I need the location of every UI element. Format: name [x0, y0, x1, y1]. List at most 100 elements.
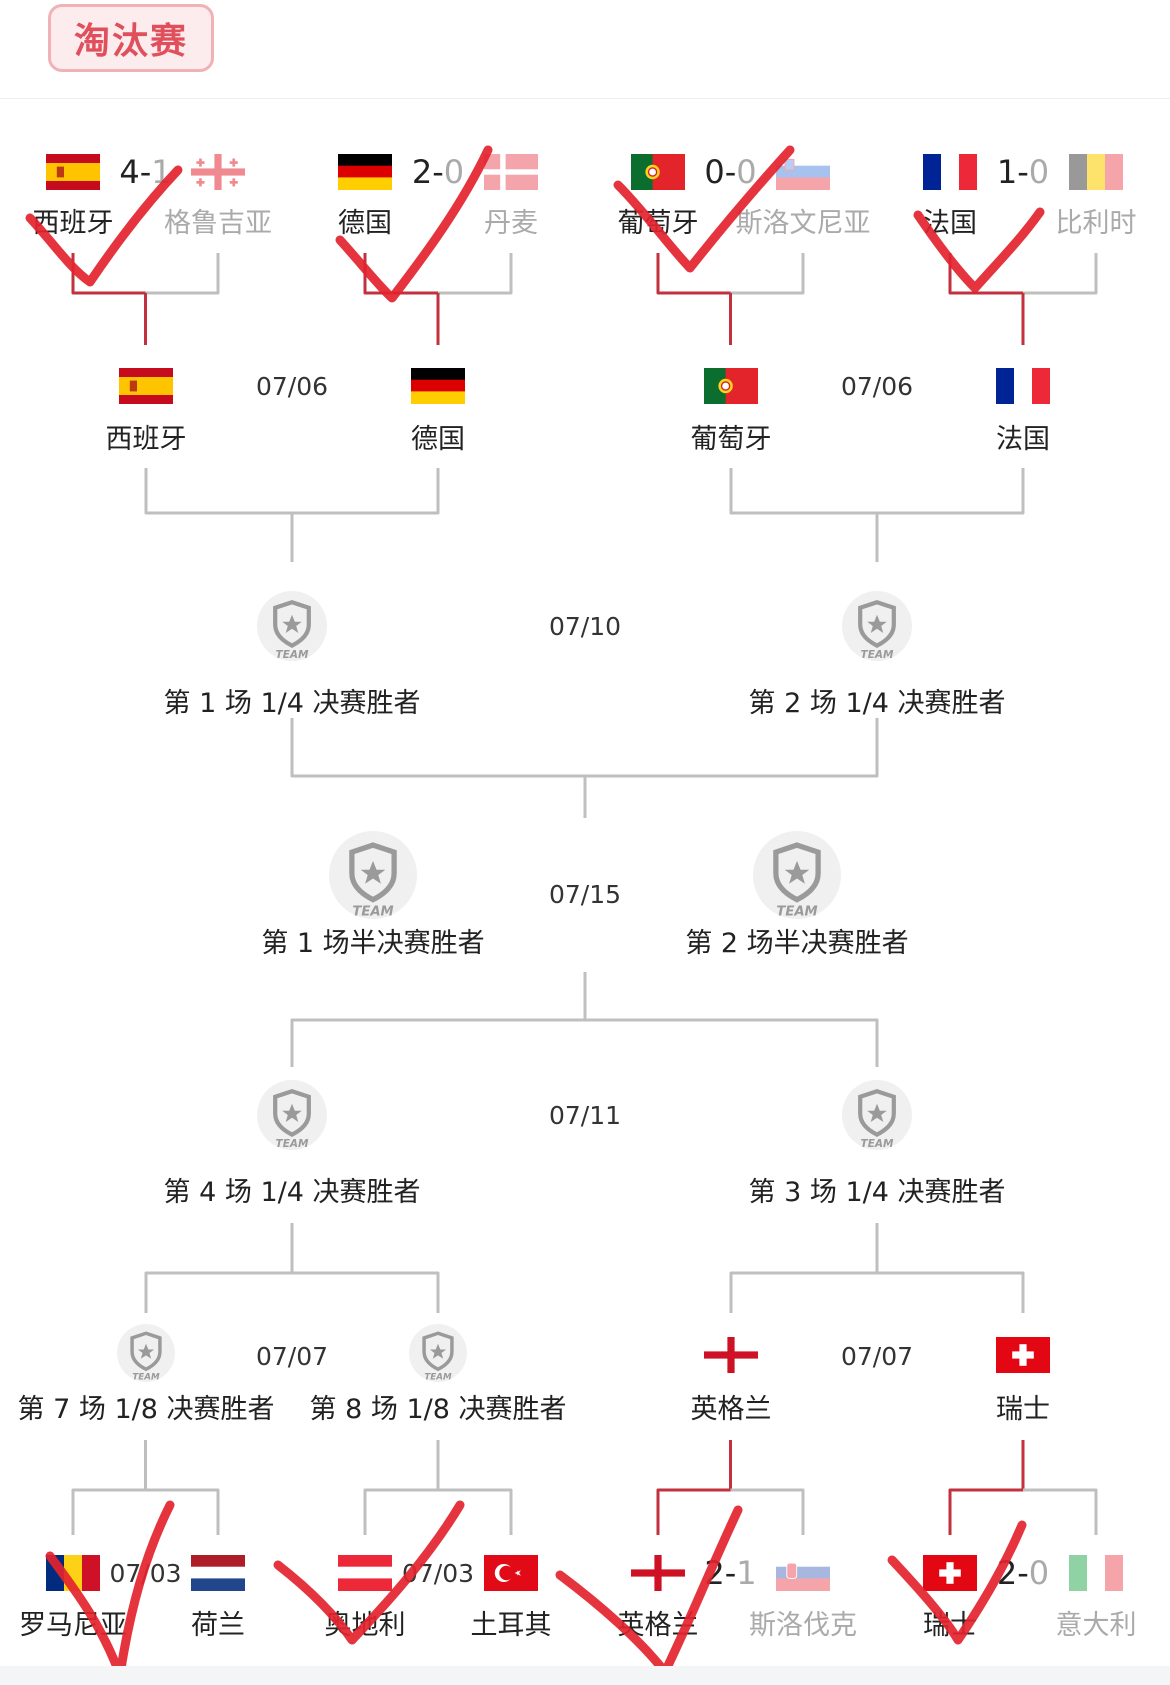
tab-knockout[interactable]: 淘汰赛 — [48, 4, 214, 72]
match-date: 07/06 — [255, 372, 329, 401]
team-name[interactable]: 德国 — [411, 424, 465, 455]
score-separator: - — [1017, 1554, 1029, 1592]
away-score: 1 — [736, 1554, 757, 1592]
home-score: 2 — [704, 1554, 725, 1592]
score-separator: - — [724, 1554, 737, 1592]
team-name[interactable]: 瑞士 — [996, 1394, 1050, 1425]
italy-flag-icon — [1069, 1555, 1123, 1591]
bracket-connector — [144, 468, 440, 515]
placeholder-team-name: 第 1 场半决赛胜者 — [261, 928, 485, 959]
france-flag-icon — [923, 154, 977, 190]
placeholder-team-name: 第 4 场 1/4 决赛胜者 — [163, 1177, 421, 1208]
match-score: 2-0 — [997, 1557, 1049, 1589]
team-name-winner[interactable]: 德国 — [338, 208, 392, 239]
team-name-loser[interactable]: 比利时 — [1055, 208, 1137, 239]
home-score: 2 — [996, 1554, 1018, 1592]
match-date: 07/10 — [548, 612, 622, 641]
georgia-flag-icon — [191, 154, 245, 190]
match-date: 07/11 — [548, 1101, 622, 1130]
match-date: 07/06 — [840, 372, 914, 401]
england-flag-icon — [704, 1337, 758, 1373]
placeholder-team-name: 第 8 场 1/8 决赛胜者 — [309, 1394, 567, 1425]
team-name-winner[interactable]: 法国 — [923, 208, 977, 239]
team-placeholder-icon: TEAM — [257, 591, 327, 661]
spain-flag-icon — [119, 368, 173, 404]
match-score: 2-0 — [412, 156, 464, 188]
team-name[interactable]: 法国 — [996, 424, 1050, 455]
team-name-winner[interactable]: 瑞士 — [923, 1610, 977, 1641]
team-placeholder-icon: TEAM — [257, 1080, 327, 1150]
away-score: 0 — [736, 153, 757, 191]
bracket-connector — [144, 1271, 440, 1313]
team-name[interactable]: 西班牙 — [105, 424, 187, 455]
romania-flag-icon — [46, 1555, 100, 1591]
match-score: 2-1 — [704, 1557, 756, 1589]
home-score: 1 — [996, 153, 1018, 191]
bracket-connector — [1023, 1488, 1098, 1535]
switzerland-flag-icon — [996, 1337, 1050, 1373]
germany-flag-icon — [411, 368, 465, 404]
team-name-loser[interactable]: 格鲁吉亚 — [164, 208, 272, 239]
team-name[interactable]: 英格兰 — [690, 1394, 772, 1425]
team-name-winner[interactable]: 西班牙 — [32, 208, 114, 239]
slovakia-flag-icon — [776, 1555, 830, 1591]
match-date: 07/07 — [255, 1342, 329, 1371]
team-name[interactable]: 葡萄牙 — [690, 424, 772, 455]
belgium-flag-icon — [1069, 154, 1123, 190]
team-placeholder-icon: TEAM — [409, 1324, 467, 1382]
bracket-connector — [730, 1488, 805, 1535]
placeholder-team-name: 第 3 场 1/4 决赛胜者 — [748, 1177, 1006, 1208]
svg-text:TEAM: TEAM — [424, 1373, 452, 1382]
team-name-loser[interactable]: 意大利 — [1055, 1610, 1137, 1641]
home-score: 0 — [704, 153, 725, 191]
bracket-connector — [656, 253, 731, 295]
team-placeholder-icon: TEAM — [753, 831, 841, 919]
bracket-connector — [948, 1488, 1023, 1535]
bracket-connector — [363, 253, 438, 295]
denmark-flag-icon — [484, 154, 538, 190]
bottom-bar — [0, 1666, 1170, 1685]
match-score: 0-0 — [704, 156, 756, 188]
bracket-connector — [363, 1488, 438, 1535]
team-name-winner[interactable]: 英格兰 — [617, 1610, 699, 1641]
portugal-flag-icon — [704, 368, 758, 404]
bracket-connector — [438, 253, 513, 295]
bracket-connector — [438, 1488, 513, 1535]
team-placeholder-icon: TEAM — [329, 831, 417, 919]
portugal-flag-icon — [631, 154, 685, 190]
austria-flag-icon — [338, 1555, 392, 1591]
score-separator: - — [139, 153, 152, 191]
bracket-connector — [1023, 253, 1098, 295]
turkey-flag-icon — [484, 1555, 538, 1591]
home-score: 4 — [119, 153, 140, 191]
team-name-winner[interactable]: 葡萄牙 — [617, 208, 699, 239]
bracket-connector — [71, 1488, 146, 1535]
score-separator: - — [1017, 153, 1029, 191]
bracket-connector — [729, 468, 1025, 515]
team-name[interactable]: 土耳其 — [470, 1610, 552, 1641]
bracket-connector — [71, 253, 146, 295]
match-date: 07/07 — [840, 1342, 914, 1371]
team-name[interactable]: 奥地利 — [324, 1610, 406, 1641]
svg-text:TEAM: TEAM — [352, 904, 393, 919]
svg-text:TEAM: TEAM — [276, 1138, 309, 1150]
germany-flag-icon — [338, 154, 392, 190]
slovenia-flag-icon — [776, 154, 830, 190]
team-placeholder-icon: TEAM — [117, 1324, 175, 1382]
team-name-loser[interactable]: 斯洛文尼亚 — [735, 208, 871, 239]
team-name-loser[interactable]: 丹麦 — [484, 208, 538, 239]
spain-flag-icon — [46, 154, 100, 190]
match-date: 07/03 — [401, 1559, 475, 1588]
team-name[interactable]: 罗马尼亚 — [19, 1610, 127, 1641]
france-flag-icon — [996, 368, 1050, 404]
team-name[interactable]: 荷兰 — [191, 1610, 245, 1641]
bracket-connector — [948, 253, 1023, 295]
placeholder-team-name: 第 2 场 1/4 决赛胜者 — [748, 688, 1006, 719]
score-separator: - — [724, 153, 737, 191]
match-score: 1-0 — [997, 156, 1049, 188]
team-name-loser[interactable]: 斯洛伐克 — [749, 1610, 857, 1641]
svg-text:TEAM: TEAM — [861, 1138, 894, 1150]
placeholder-team-name: 第 7 场 1/8 决赛胜者 — [17, 1394, 275, 1425]
bracket-connector — [145, 253, 220, 295]
